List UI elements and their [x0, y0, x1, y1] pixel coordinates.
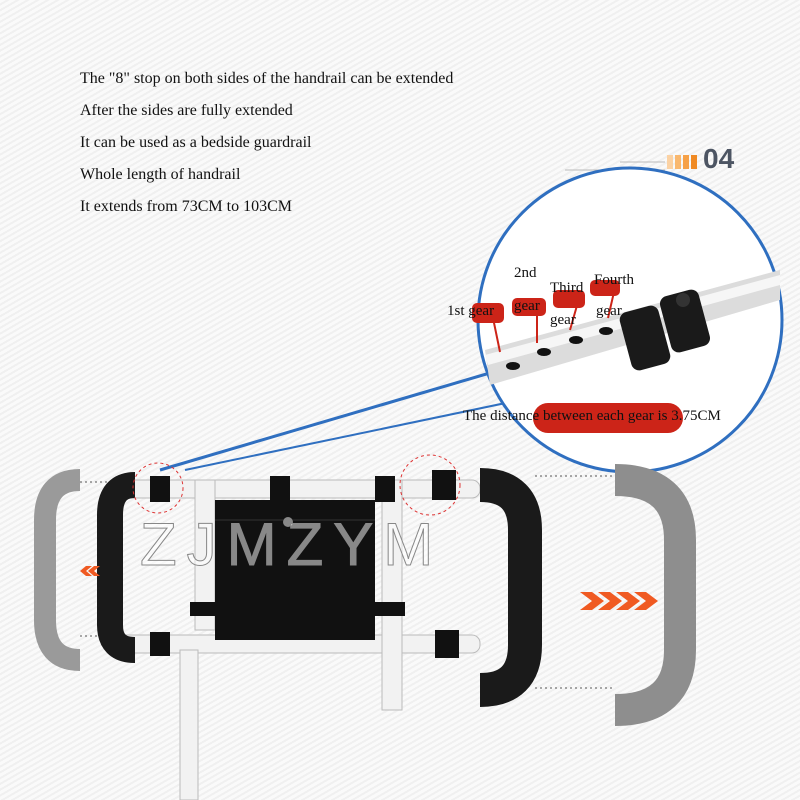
- gear-tag-2: [512, 298, 546, 316]
- right-detail-circle: [399, 454, 461, 516]
- gear-tag-4: [590, 280, 620, 296]
- gear-3-label-top: Third: [550, 280, 584, 296]
- tube-closeup: [485, 270, 780, 385]
- orange-bars-icon: [667, 155, 697, 169]
- gear-2-label-top: 2nd: [514, 265, 537, 281]
- distance-highlight: [533, 403, 683, 433]
- description-line-1: The "8" stop on both sides of the handra…: [80, 70, 454, 87]
- gear-1-label: 1st gear: [447, 303, 495, 319]
- section-number: 04: [703, 143, 735, 174]
- distance-note: The distance between each gear is 3.75CM: [463, 408, 721, 424]
- extend-right-arrows-icon: [580, 592, 658, 610]
- gear-3-label-bottom: gear: [550, 312, 576, 328]
- gear-4-label-bottom: gear: [596, 303, 622, 319]
- description-line-5: It extends from 73CM to 103CM: [80, 198, 292, 215]
- left-grip: [97, 472, 136, 663]
- gear-tag-3: [553, 290, 585, 308]
- description-line-4: Whole length of handrail: [80, 166, 241, 183]
- storage-pouch: [215, 500, 375, 640]
- description-line-2: After the sides are fully extended: [80, 102, 293, 119]
- gear-4-label-top: Fourth: [594, 272, 635, 288]
- gear-2-label-bottom: gear: [514, 298, 540, 314]
- gear-tag-1: [472, 303, 504, 323]
- ghost-right-grip: [614, 464, 696, 726]
- left-detail-circle: [132, 462, 184, 514]
- description-line-3: It can be used as a bedside guardrail: [80, 134, 312, 151]
- right-grip: [479, 468, 542, 707]
- watermark: ZJMZYM: [139, 511, 444, 579]
- extend-left-arrows-icon: [80, 566, 100, 576]
- ghost-left-grip: [34, 469, 81, 671]
